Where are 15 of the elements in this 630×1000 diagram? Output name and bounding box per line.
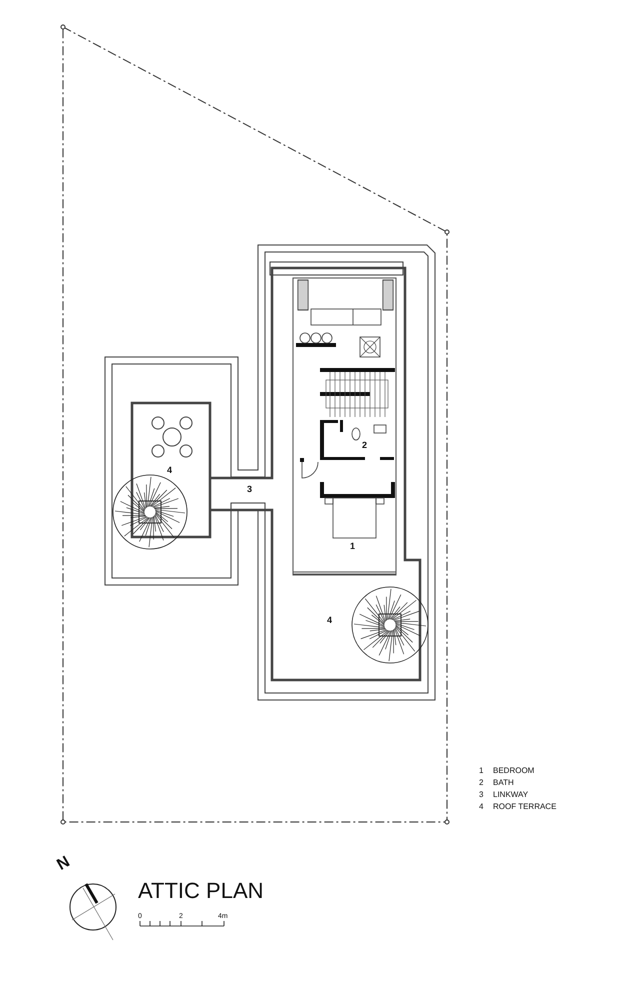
- legend-text: BATH: [493, 779, 514, 787]
- legend-text: BEDROOM: [493, 767, 534, 775]
- legend-text: LINKWAY: [493, 791, 528, 799]
- room-number: 3: [247, 485, 252, 494]
- legend-number: 3: [479, 791, 484, 799]
- legend-text: ROOF TERRACE: [493, 803, 556, 811]
- room-number: 1: [350, 542, 356, 551]
- room-number: 4: [327, 616, 332, 625]
- legend-number: 1: [479, 767, 484, 775]
- legend-number: 2: [479, 779, 484, 787]
- legend-number: 4: [479, 803, 484, 811]
- drawing-title: ATTIC PLAN: [138, 880, 264, 902]
- room-number: 4: [167, 466, 172, 475]
- north-label: N: [54, 854, 73, 874]
- room-number: 2: [362, 441, 368, 450]
